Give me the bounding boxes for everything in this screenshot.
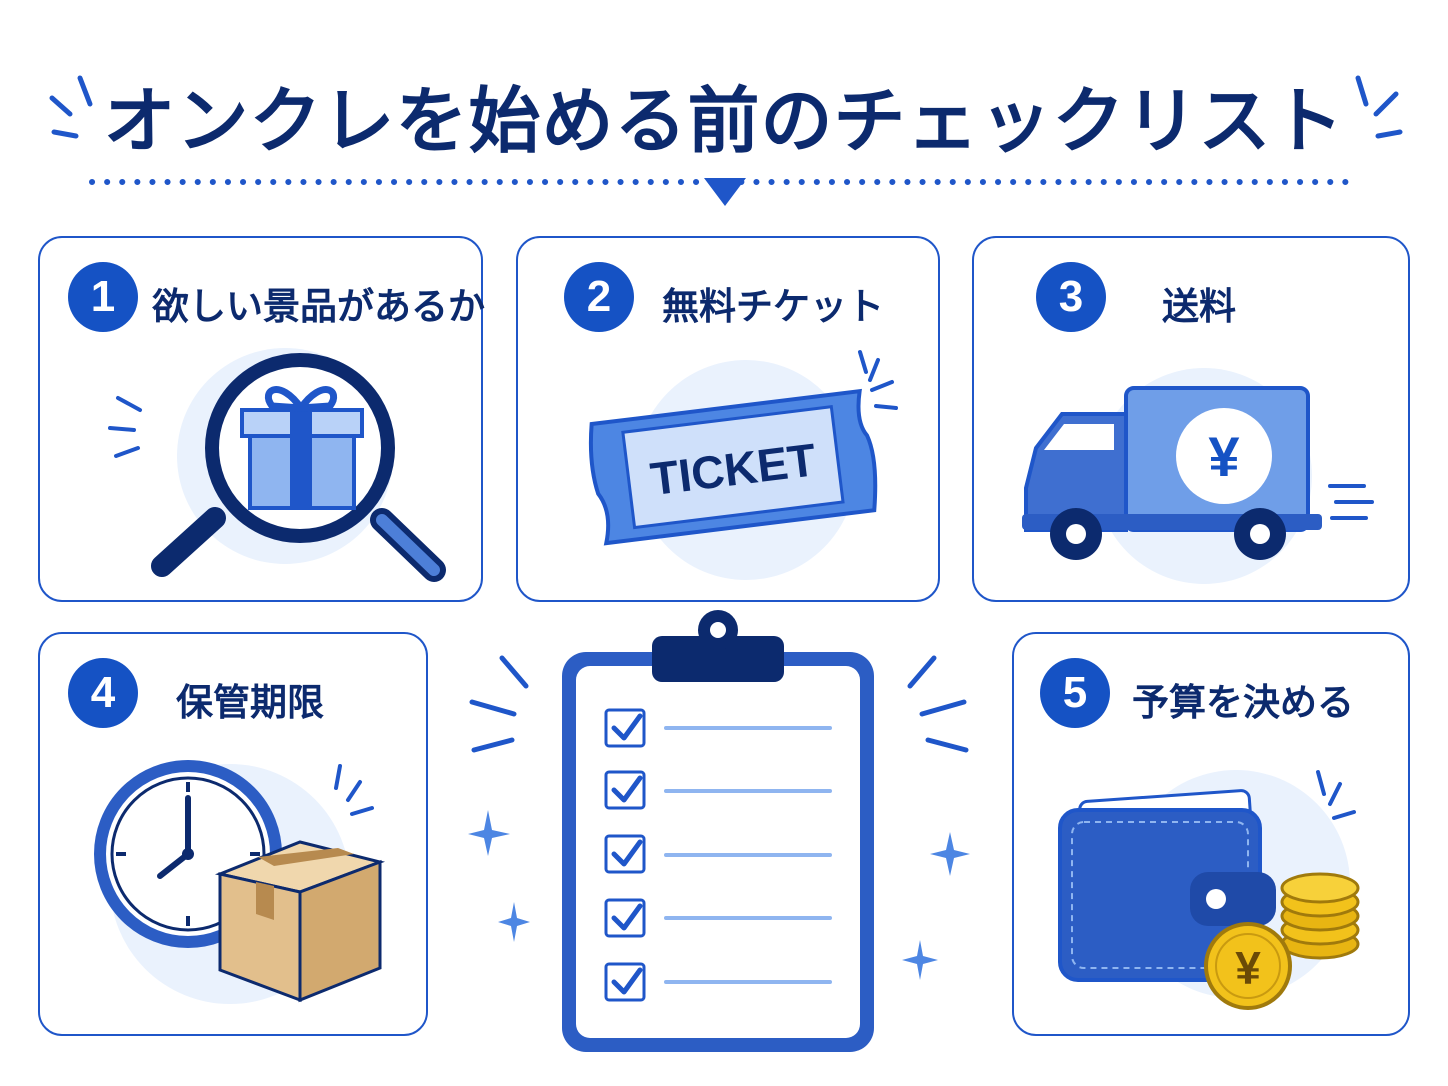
step-label: 無料チケット bbox=[662, 285, 884, 328]
step-label: 保管期限 bbox=[176, 681, 324, 724]
step-number-badge: 5 bbox=[1040, 658, 1110, 728]
yen-text: ¥ bbox=[1208, 425, 1239, 488]
checklist-card-5: 5 予算を決める ¥ bbox=[1012, 632, 1410, 1036]
truck-yen-icon: ¥ bbox=[1022, 368, 1374, 584]
coin-yen-text: ¥ bbox=[1235, 942, 1261, 994]
ticket-icon: TICKET bbox=[588, 350, 898, 580]
step-number-badge: 1 bbox=[68, 262, 138, 332]
checklist-card-1: 1 欲しい景品があるか bbox=[38, 236, 485, 602]
step-number-badge: 2 bbox=[564, 262, 634, 332]
step-label: 予算を決める bbox=[1132, 681, 1354, 724]
step-label: 欲しい景品があるか bbox=[152, 285, 485, 328]
wallet-coins-icon: ¥ bbox=[1058, 770, 1360, 1010]
step-label: 送料 bbox=[1162, 285, 1236, 328]
checklist-card-3: 3 送料 ¥ bbox=[972, 236, 1410, 602]
magnifier-gift-icon bbox=[108, 348, 446, 582]
clock-box-icon bbox=[94, 760, 386, 1004]
page-title: オンクレを始める前のチェックリスト bbox=[103, 79, 1345, 163]
clipboard-checklist-icon bbox=[468, 610, 970, 1052]
step-number-badge: 4 bbox=[68, 658, 138, 728]
checklist-card-2: 2 無料チケット TICKET bbox=[516, 236, 940, 602]
title-accent-right-icon bbox=[1355, 75, 1403, 139]
title-accent-left-icon bbox=[49, 75, 93, 139]
checklist-card-4: 4 保管期限 bbox=[38, 632, 428, 1036]
dotted-divider bbox=[89, 178, 1363, 206]
step-number-badge: 3 bbox=[1036, 262, 1106, 332]
down-arrow-icon bbox=[704, 178, 746, 206]
